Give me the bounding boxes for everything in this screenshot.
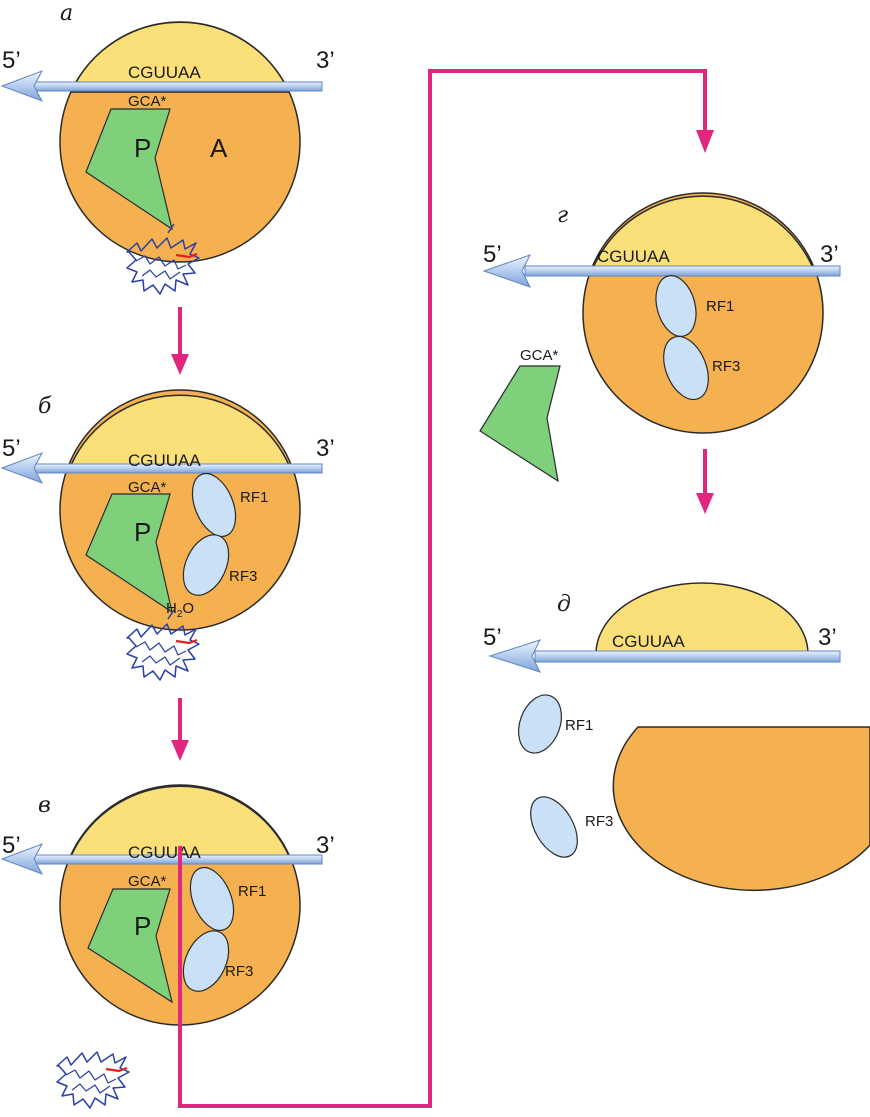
stop-codon-label: CGUUAA xyxy=(612,632,685,651)
rf3-label: RF3 xyxy=(225,963,253,980)
five-prime-label: 5’ xyxy=(483,624,502,651)
panel-d: г 5’ 3’ CGUUAA RF1 RF3 GCA* xyxy=(480,193,840,481)
five-prime-label: 5’ xyxy=(2,832,21,859)
panel-letter-d: г xyxy=(557,203,568,228)
rf3-label: RF3 xyxy=(585,813,613,830)
p-site-label: P xyxy=(134,133,151,163)
five-prime-label: 5’ xyxy=(2,47,21,74)
panel-c: в 5’ 3’ CGUUAA GCA* P RF1 RF3 xyxy=(2,785,335,1108)
panel-e: д 5’ 3’ CGUUAA RF1 RF3 xyxy=(483,583,870,890)
rf3-label: RF3 xyxy=(712,358,740,375)
stop-codon-label: CGUUAA xyxy=(128,451,201,470)
anticodon-label: GCA* xyxy=(128,873,167,890)
released-polypeptide xyxy=(57,1052,129,1108)
panel-b: б 5’ 3’ CGUUAA GCA* P RF1 RF3 H2O xyxy=(2,390,335,680)
p-site-label: P xyxy=(134,911,151,941)
rf1-label: RF1 xyxy=(565,717,593,734)
rf1-label: RF1 xyxy=(238,883,266,900)
anticodon-label: GCA* xyxy=(520,347,559,364)
stop-codon-label: CGUUAA xyxy=(128,63,201,82)
release-factor-rf1 xyxy=(511,689,569,759)
panel-letter-e: д xyxy=(557,592,571,617)
five-prime-label: 5’ xyxy=(483,241,502,268)
panel-letter-b: б xyxy=(38,394,52,419)
stop-codon-label: CGUUAA xyxy=(597,247,670,266)
ribosome-large-subunit-released xyxy=(613,727,870,890)
three-prime-label: 3’ xyxy=(316,47,335,74)
arrow-d-to-e xyxy=(696,449,714,514)
p-site-label: P xyxy=(134,517,151,547)
release-factor-rf3 xyxy=(521,789,587,865)
three-prime-label: 3’ xyxy=(820,241,839,268)
a-site-label: A xyxy=(210,133,228,163)
anticodon-label: GCA* xyxy=(128,93,167,110)
rf1-label: RF1 xyxy=(706,298,734,315)
three-prime-label: 3’ xyxy=(316,435,335,462)
panel-a: а 5’ 3’ CGUUAA GCA* P A xyxy=(2,1,335,294)
five-prime-label: 5’ xyxy=(2,435,21,462)
stop-codon-label: CGUUAA xyxy=(128,843,201,862)
arrow-a-to-b xyxy=(171,307,189,375)
panel-letter-a: а xyxy=(60,1,73,26)
three-prime-label: 3’ xyxy=(316,832,335,859)
panel-letter-c: в xyxy=(38,793,51,818)
three-prime-label: 3’ xyxy=(818,624,837,651)
rf1-label: RF1 xyxy=(240,489,268,506)
arrow-b-to-c xyxy=(171,698,189,761)
released-trna-shape xyxy=(480,366,560,481)
rf3-label: RF3 xyxy=(229,568,257,585)
